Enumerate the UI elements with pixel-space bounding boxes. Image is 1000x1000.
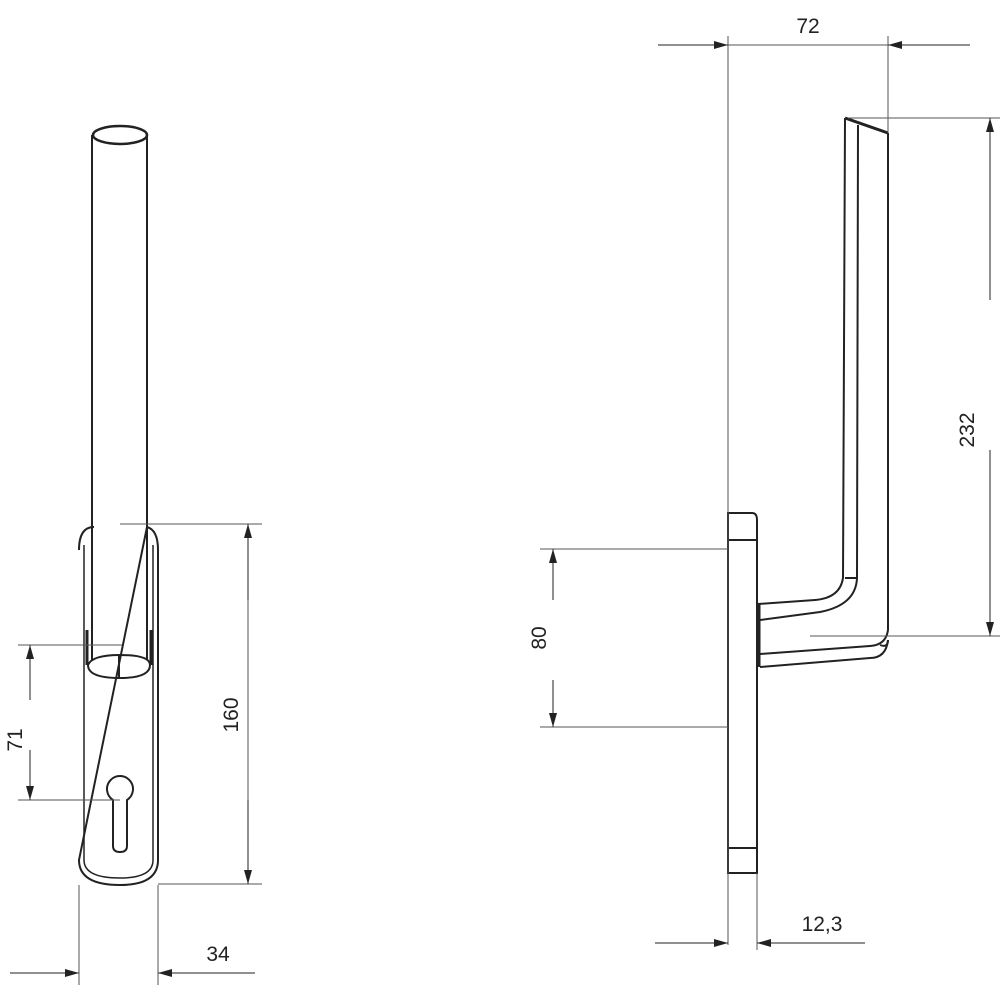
- front-rose-sides: [85, 630, 153, 665]
- side-view-handle: [727, 116, 889, 874]
- front-shaft-top: [91, 124, 149, 146]
- dimension-label-projection: 72: [796, 15, 820, 38]
- dimension-lines: [10, 36, 1000, 985]
- dimension-label-spindle-offset: 80: [528, 626, 551, 650]
- front-plate-inner: [83, 545, 154, 879]
- dimension-label-plate-thickness: 12,3: [801, 913, 843, 936]
- keyhole: [106, 775, 134, 854]
- side-lever-back: [759, 133, 889, 655]
- side-plate: [727, 512, 758, 874]
- side-lever-front: [757, 117, 846, 605]
- front-shaft: [91, 135, 148, 660]
- dimension-label-keyhole-offset: 71: [4, 728, 27, 752]
- dimension-label-plate-height: 160: [220, 697, 243, 733]
- dimension-label-handle-length: 232: [956, 412, 979, 448]
- dimension-label-width: 34: [206, 943, 230, 966]
- front-view-handle: [77, 124, 159, 887]
